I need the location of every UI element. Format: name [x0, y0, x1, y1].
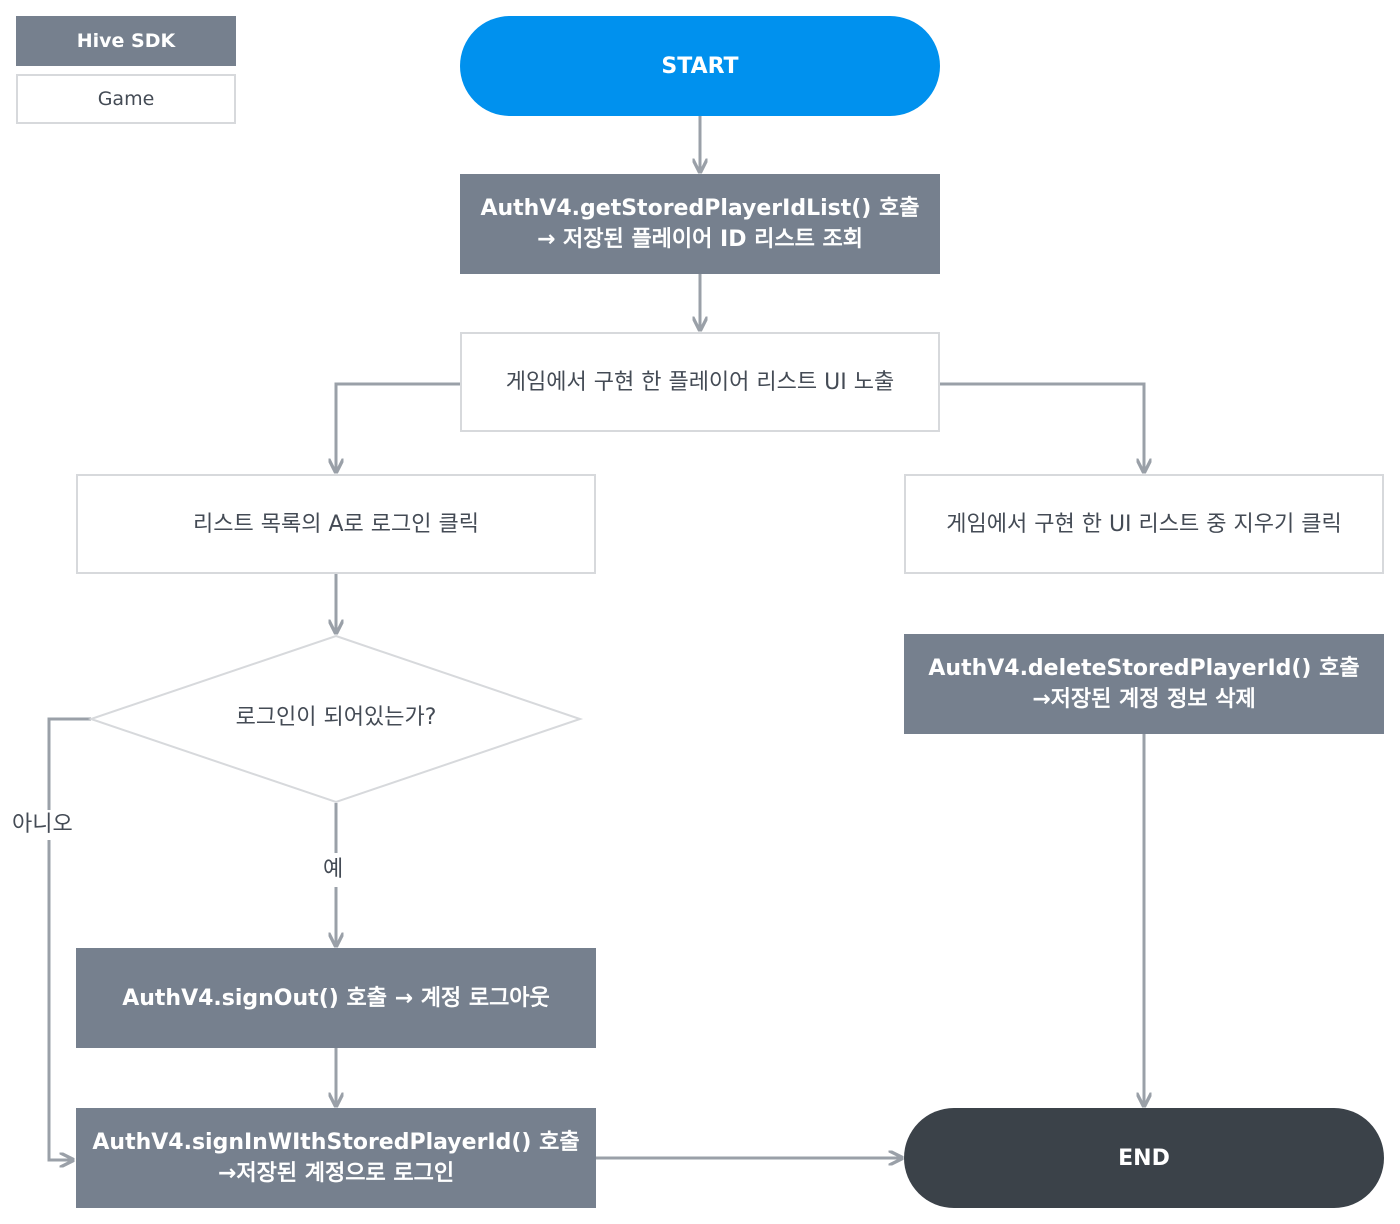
delete-stored-line-2: →저장된 계정 정보 삭제 [1032, 687, 1256, 712]
start-node: START [460, 16, 940, 116]
get-list-line-2: → 저장된 플레이어 ID 리스트 조회 [536, 227, 864, 252]
sign-in-stored-line-2: →저장된 계정으로 로그인 [217, 1161, 455, 1186]
edge-label-no: 아니오 [12, 810, 73, 840]
delete-stored-line-1: AuthV4.deleteStoredPlayerId() 호출 [928, 656, 1360, 681]
edge-label-yes: 예 [323, 853, 344, 887]
click-delete-node: 게임에서 구현 한 UI 리스트 중 지우기 클릭 [904, 474, 1384, 574]
sign-in-stored-line-1: AuthV4.signInWIthStoredPlayerId() 호출 [92, 1130, 580, 1155]
sign-out-node: AuthV4.signOut() 호출 → 계정 로그아웃 [76, 948, 596, 1048]
arrow-showui-to-login [336, 382, 460, 472]
click-login-label: 리스트 목록의 A로 로그인 클릭 [193, 511, 479, 537]
delete-stored-node: AuthV4.deleteStoredPlayerId() 호출 →저장된 계정… [904, 634, 1384, 734]
show-player-list-ui-node: 게임에서 구현 한 플레이어 리스트 UI 노출 [460, 332, 940, 432]
start-label: START [661, 53, 739, 79]
show-ui-label: 게임에서 구현 한 플레이어 리스트 UI 노출 [505, 369, 895, 395]
decision-diamond [87, 634, 584, 804]
get-stored-player-id-list-node: AuthV4.getStoredPlayerIdList() 호출 → 저장된 … [460, 174, 940, 274]
sign-out-label: AuthV4.signOut() 호출 → 계정 로그아웃 [122, 985, 550, 1011]
legend-hive-sdk-label: Hive SDK [76, 30, 176, 52]
click-delete-label: 게임에서 구현 한 UI 리스트 중 지우기 클릭 [946, 511, 1342, 537]
arrow-showui-to-delete [940, 382, 1144, 472]
end-node: END [904, 1108, 1384, 1208]
decision-label: 로그인이 되어있는가? [235, 705, 437, 730]
legend-hive-sdk: Hive SDK [16, 16, 236, 66]
legend-game: Game [16, 74, 236, 124]
end-label: END [1118, 1145, 1170, 1171]
arrow-decision-no [47, 717, 91, 1160]
legend-game-label: Game [97, 88, 155, 110]
click-login-node: 리스트 목록의 A로 로그인 클릭 [76, 474, 596, 574]
sign-in-stored-node: AuthV4.signInWIthStoredPlayerId() 호출 →저장… [76, 1108, 596, 1208]
get-list-line-1: AuthV4.getStoredPlayerIdList() 호출 [480, 196, 920, 221]
